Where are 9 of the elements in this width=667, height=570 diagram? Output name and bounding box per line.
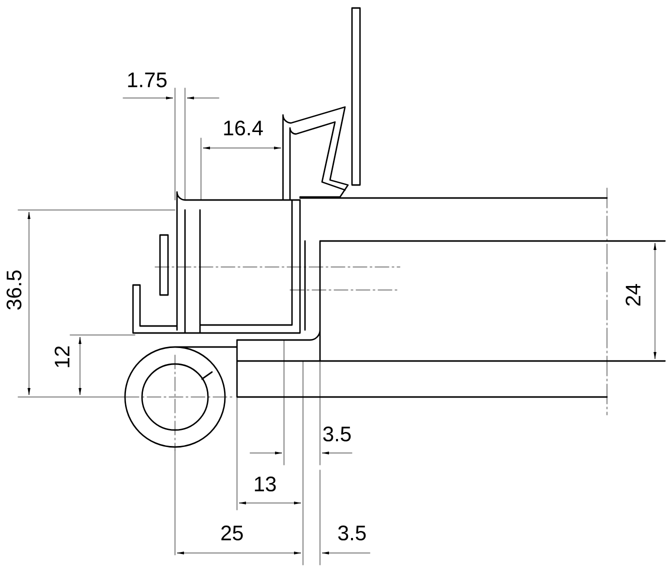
dimension-label: 36.5 xyxy=(6,270,22,310)
dimension-label: 24 xyxy=(626,284,640,306)
dimension-label: 3.5 xyxy=(323,426,351,442)
dimension-label: 25 xyxy=(221,526,243,540)
dimension-label: 16.4 xyxy=(224,120,263,136)
dimension-label: 12 xyxy=(54,346,70,368)
dimension-label: 3.5 xyxy=(338,526,366,540)
dimension-label: 1.75 xyxy=(128,72,167,88)
dimension-label: 13 xyxy=(254,476,276,492)
